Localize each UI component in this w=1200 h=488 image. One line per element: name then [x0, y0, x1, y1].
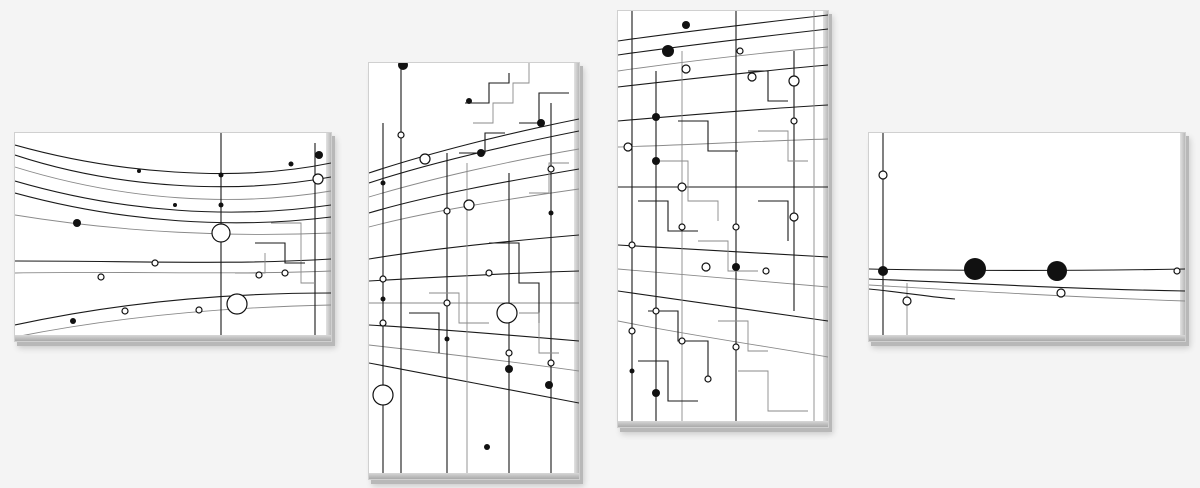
circuit-art-2: [369, 63, 579, 479]
circuit-art-3: [618, 11, 828, 427]
ring-node: [211, 223, 231, 243]
canvas-panel-1: [14, 132, 332, 342]
canvas-panel-3: [617, 10, 829, 428]
canvas-panel-2: [368, 62, 580, 480]
circuit-art-4: [869, 133, 1185, 341]
canvas-panel-4: [868, 132, 1186, 342]
large-dot: [1047, 261, 1067, 281]
large-dot: [964, 258, 986, 280]
ring-node: [496, 302, 518, 324]
ring-node: [226, 293, 248, 315]
ring-node: [372, 384, 394, 406]
circuit-art-1: [15, 133, 331, 341]
